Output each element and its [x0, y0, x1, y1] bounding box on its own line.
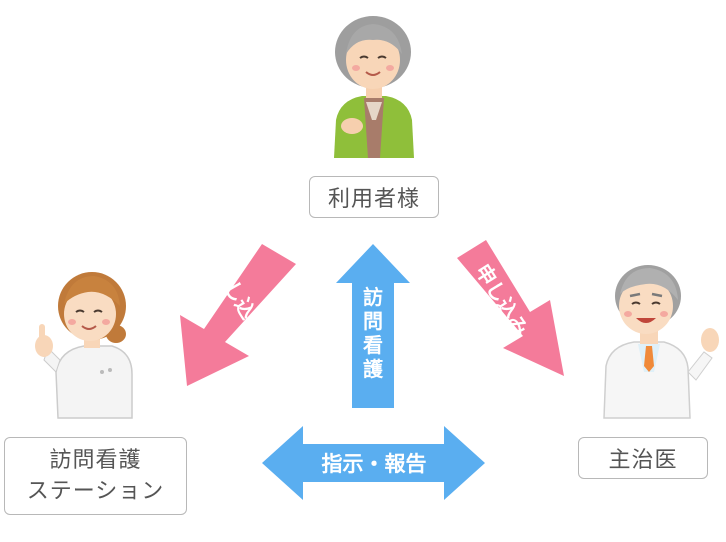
apply-left-arrow: 申し込み: [180, 244, 296, 386]
doctor-figure: [603, 265, 719, 419]
station-node: 訪問看護 ステーション: [4, 437, 187, 515]
station-node-label-line1: 訪問看護: [49, 448, 142, 473]
user-node: 利用者様: [309, 176, 439, 218]
station-node-label-line2: ステーション: [26, 479, 165, 504]
elderly-woman-figure: [334, 16, 414, 158]
doctor-node: 主治医: [578, 437, 708, 479]
user-node-label: 利用者様: [327, 187, 420, 212]
report-arrow-label: 指示・報告: [322, 452, 427, 476]
apply-right-arrow: 申し込み: [457, 240, 564, 376]
report-arrow: 指示・報告: [262, 426, 485, 500]
visit-arrow-label: 訪問看護: [363, 285, 384, 381]
doctor-node-label: 主治医: [608, 448, 678, 473]
visit-arrow: 訪問看護: [336, 244, 410, 408]
nurse-figure: [35, 272, 133, 419]
